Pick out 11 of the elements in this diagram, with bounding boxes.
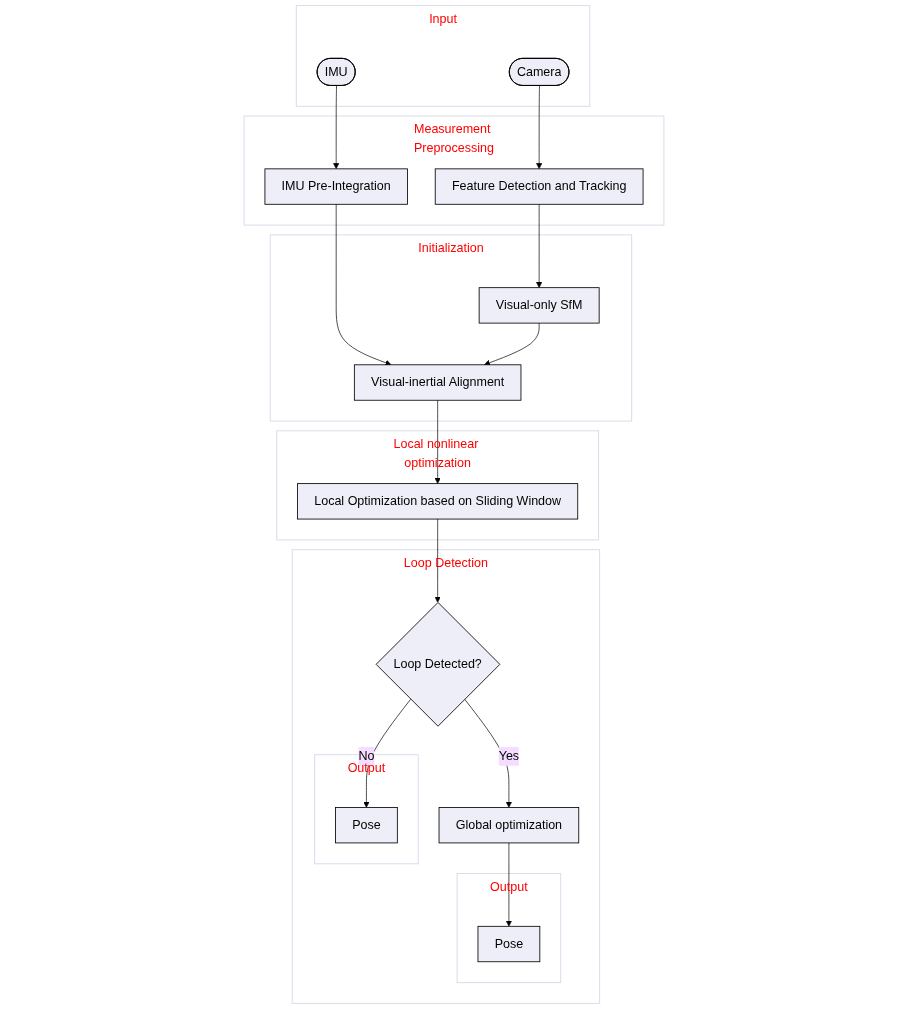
node-box: Visual-only SfM	[478, 287, 600, 324]
node-box: Pose	[335, 807, 398, 844]
node-box: Local Optimization based on Sliding Window	[297, 483, 579, 520]
node-box: IMU Pre-Integration	[264, 168, 408, 205]
node-box: Pose	[477, 925, 541, 963]
node-box: Visual-inertial Alignment	[353, 364, 522, 401]
node-box: Feature Detection and Tracking	[434, 168, 644, 205]
edge-label: No	[358, 749, 375, 764]
node-box: Global optimization	[438, 807, 580, 844]
node-diamond: Loop Detected?	[375, 602, 501, 727]
edge-label: Yes	[498, 749, 520, 764]
